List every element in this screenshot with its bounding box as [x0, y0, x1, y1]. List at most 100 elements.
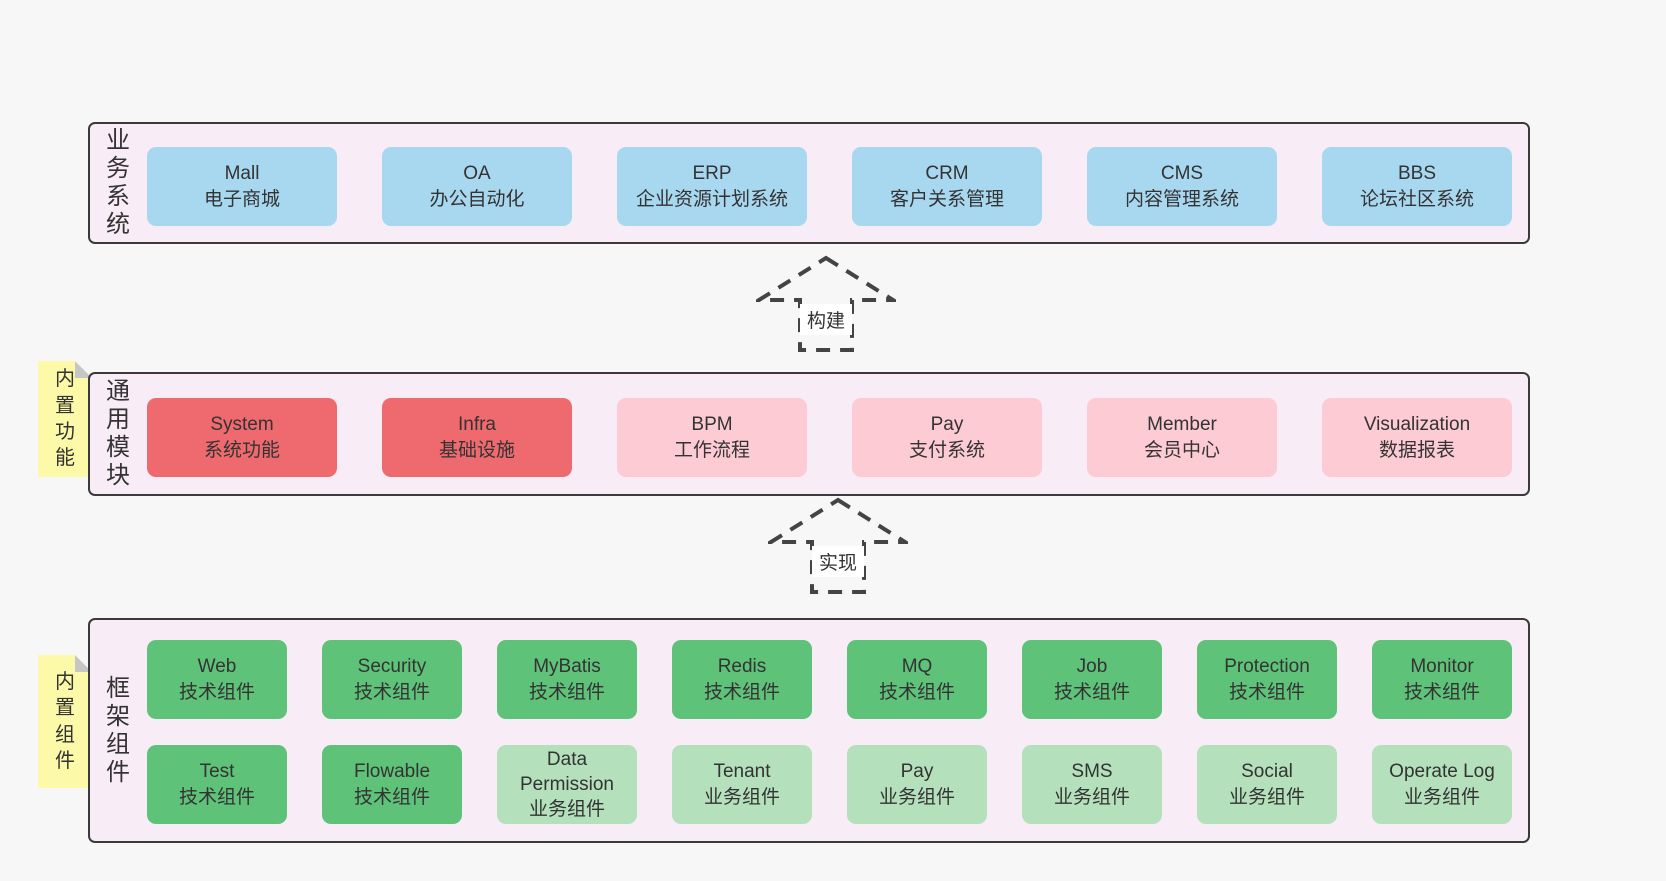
box-title: ERP: [692, 163, 732, 185]
box-mq: MQ 技术组件: [847, 640, 987, 719]
box-sms: SMS 业务组件: [1022, 745, 1162, 824]
box-title: Social: [1241, 761, 1293, 783]
box-subtitle: 技术组件: [703, 681, 780, 703]
box-subtitle: 支付系统: [908, 439, 985, 461]
box-subtitle: 业务组件: [878, 786, 955, 808]
box-subtitle: 办公自动化: [429, 188, 525, 210]
box-web: Web 技术组件: [147, 640, 287, 719]
box-subtitle: 业务组件: [1053, 786, 1130, 808]
box-title: Job: [1076, 656, 1108, 678]
box-erp: ERP 企业资源计划系统: [617, 147, 807, 226]
box-social: Social 业务组件: [1197, 745, 1337, 824]
layer-label-modules: 通用模块: [105, 377, 130, 490]
box-subtitle: 业务组件: [1403, 786, 1480, 808]
box-oa: OA 办公自动化: [382, 147, 572, 226]
box-subtitle: 技术组件: [1403, 681, 1480, 703]
box-title: Web: [197, 656, 237, 678]
box-pay: Pay 支付系统: [852, 398, 1042, 477]
box-crm: CRM 客户关系管理: [852, 147, 1042, 226]
box-title: Operate Log: [1389, 761, 1495, 783]
box-mybatis: MyBatis 技术组件: [497, 640, 637, 719]
box-tenant: Tenant 业务组件: [672, 745, 812, 824]
box-title: Test: [199, 761, 235, 783]
box-bbs: BBS 论坛社区系统: [1322, 147, 1512, 226]
box-test: Test 技术组件: [147, 745, 287, 824]
layer-label-business: 业务系统: [105, 126, 130, 239]
box-title: OA: [463, 163, 491, 185]
dashed-up-arrow-icon: [768, 497, 908, 594]
box-subtitle: 业务组件: [1228, 786, 1305, 808]
box-security: Security 技术组件: [322, 640, 462, 719]
implement-arrow: 实现: [768, 496, 908, 596]
box-subtitle: 技术组件: [528, 681, 605, 703]
box-subtitle: 电子商城: [203, 188, 280, 210]
box-title: CMS: [1160, 163, 1204, 185]
box-title: MyBatis: [533, 656, 601, 678]
box-subtitle: 技术组件: [878, 681, 955, 703]
box-flowable: Flowable 技术组件: [322, 745, 462, 824]
box-subtitle: 技术组件: [178, 681, 255, 703]
box-subtitle: 技术组件: [178, 786, 255, 808]
box-subtitle: 业务组件: [528, 799, 605, 821]
box-title: Infra: [457, 414, 497, 436]
box-title: Flowable: [353, 761, 431, 783]
box-title: Pay: [900, 761, 934, 783]
box-job: Job 技术组件: [1022, 640, 1162, 719]
box-visualization: Visualization 数据报表: [1322, 398, 1512, 477]
box-subtitle: 技术组件: [353, 786, 430, 808]
box-subtitle: 数据报表: [1378, 439, 1455, 461]
box-title: System: [210, 414, 274, 436]
box-title: Security: [357, 656, 427, 678]
box-subtitle: 客户关系管理: [889, 188, 1004, 210]
box-title: Pay: [930, 414, 964, 436]
box-subtitle: 技术组件: [353, 681, 430, 703]
box-title: BPM: [691, 414, 733, 436]
box-subtitle: 技术组件: [1053, 681, 1130, 703]
box-operate-log: Operate Log 业务组件: [1372, 745, 1512, 824]
box-subtitle: 企业资源计划系统: [635, 188, 788, 210]
box-subtitle: 会员中心: [1143, 439, 1220, 461]
implement-arrow-label: 实现: [811, 546, 865, 577]
dashed-up-arrow-icon: [756, 255, 896, 352]
build-arrow: 构建: [756, 254, 896, 354]
layer-label-framework: 框架组件: [105, 674, 130, 786]
layer-business-systems: 业务系统 Mall 电子商城 OA 办公自动化 ERP 企业资源计划系统 CRM 客户关系管理…: [88, 122, 1530, 244]
box-title: Mall: [224, 163, 260, 185]
build-arrow-label: 构建: [799, 304, 853, 335]
sticky-label-builtin-components: 内置组件: [55, 670, 75, 772]
box-title: Member: [1147, 414, 1217, 436]
box-title: Visualization: [1363, 414, 1471, 436]
box-title: SMS: [1071, 761, 1113, 783]
box-title: Redis: [717, 656, 767, 678]
box-title: Protection: [1224, 656, 1310, 678]
box-subtitle: 内容管理系统: [1124, 188, 1239, 210]
box-title: Monitor: [1410, 656, 1474, 678]
box-monitor: Monitor 技术组件: [1372, 640, 1512, 719]
box-bpm: BPM 工作流程: [617, 398, 807, 477]
sticky-note-builtin-features: 内置功能: [38, 361, 92, 477]
box-redis: Redis 技术组件: [672, 640, 812, 719]
box-title: Tenant: [713, 761, 771, 783]
box-subtitle: 论坛社区系统: [1359, 188, 1474, 210]
box-mall: Mall 电子商城: [147, 147, 337, 226]
box-member: Member 会员中心: [1087, 398, 1277, 477]
box-title: Data Permission: [520, 748, 614, 795]
box-title: BBS: [1397, 163, 1437, 185]
box-pay: Pay 业务组件: [847, 745, 987, 824]
box-subtitle: 工作流程: [673, 439, 750, 461]
box-subtitle: 基础设施: [438, 439, 515, 461]
sticky-label-builtin-features: 内置功能: [55, 368, 75, 470]
sticky-note-builtin-components: 内置组件: [38, 655, 92, 788]
box-subtitle: 业务组件: [703, 786, 780, 808]
box-title: CRM: [925, 163, 969, 185]
box-row: Mall 电子商城 OA 办公自动化 ERP 企业资源计划系统 CRM 客户关系管理 CMS 内容…: [147, 147, 1512, 226]
box-title: MQ: [901, 656, 933, 678]
box-data-permission: Data Permission 业务组件: [497, 745, 637, 824]
